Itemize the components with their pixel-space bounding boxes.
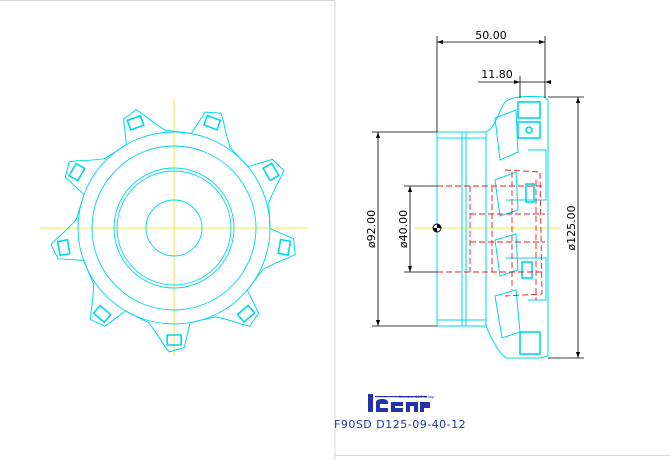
dim-bore-diameter: ø40.00	[397, 210, 410, 248]
hidden-bore-lines	[437, 169, 545, 300]
insert-pocket	[277, 238, 292, 256]
center-mark	[432, 223, 442, 233]
insert-pocket	[92, 304, 112, 324]
insert-pocket	[261, 162, 280, 182]
insert-pocket	[126, 114, 145, 131]
side-inserts	[517, 101, 541, 355]
insert-pocket	[202, 114, 222, 131]
insert-pocket	[166, 334, 182, 346]
side-body-outline	[436, 96, 549, 359]
insert-pocket	[236, 304, 256, 324]
dimension-arrows	[376, 40, 580, 358]
logo-tagline: Member IMC Group	[399, 394, 435, 399]
front-view	[40, 100, 308, 356]
insert-pocket	[56, 238, 71, 257]
dim-insert-offset: 11.80	[481, 68, 513, 81]
cutter-tooth-profile	[50, 109, 296, 353]
dimension-lines	[372, 36, 584, 359]
insert-pockets	[56, 114, 292, 346]
front-centerlines	[40, 100, 308, 356]
brand-logo	[368, 394, 430, 412]
dim-length-total: 50.00	[475, 29, 507, 42]
part-code: F90SD D125-09-40-12	[334, 418, 467, 431]
dim-cutter-diameter: ø125.00	[565, 205, 578, 250]
side-view: 50.00 11.80 ø92.00 ø40.00 ø125.00	[365, 29, 584, 359]
insert-pocket	[68, 162, 86, 182]
dim-hub-diameter: ø92.00	[365, 210, 378, 248]
